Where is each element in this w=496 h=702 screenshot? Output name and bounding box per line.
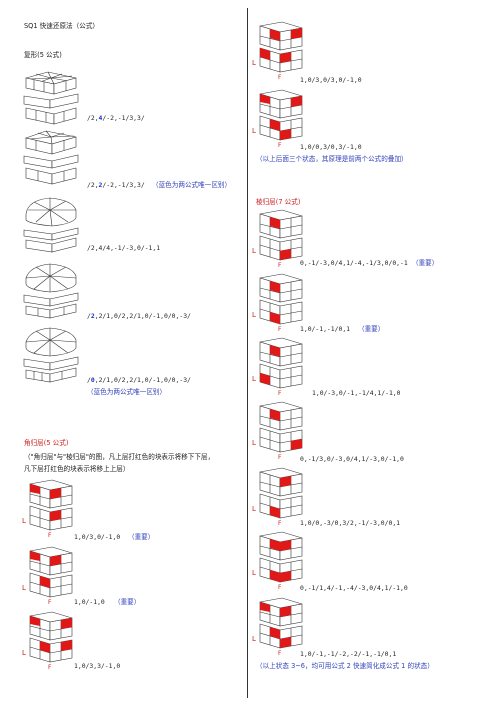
shape-figure-5 — [22, 326, 80, 384]
svg-text:F: F — [278, 584, 282, 590]
corner-section-footnote: （以上后面三个状态，其原理是前两个公式的叠加） — [256, 155, 408, 163]
svg-text:L: L — [22, 649, 26, 657]
shape-formula-3: /2,4/4,-1/-3,0/-1,1 — [87, 244, 161, 252]
edge-formula-4: 0,-1/3,0/-3,0/4,1/-3,0/-1,0 — [300, 455, 404, 463]
shape-section-heading: 复形(5 公式) — [24, 51, 62, 59]
corner-section-desc-1: （"角归层"与"棱归层"的图，凡上层打红色的块表示将移下下层， — [24, 453, 215, 461]
svg-text:F: F — [278, 520, 282, 526]
corner-formula-5: 1,0/0,3/0,3/-1,0 — [300, 143, 362, 151]
svg-text:F: F — [278, 74, 282, 80]
edge-figure-3: L F — [250, 336, 310, 396]
edge-section-heading: 棱归层(7 公式) — [256, 198, 301, 206]
svg-text:F: F — [278, 650, 282, 656]
svg-text:L: L — [252, 127, 256, 135]
page-title: SQ1 快速还原法（公式） — [24, 22, 100, 30]
shape-figure-1 — [22, 70, 80, 130]
shape-formula-4-variant: 2 — [90, 312, 95, 320]
edge-formula-1-note: （重要） — [412, 259, 439, 267]
edge-formula-7: 1,0/-1,-1/-2,-2/-1,-1/0,1 — [300, 650, 397, 658]
corner-section-desc-2: 凡下层打红色的块表示将移上上层） — [24, 465, 130, 473]
corner-formula-2: 1,0/-1,0 — [74, 598, 105, 606]
corner-figure-2: L F — [20, 545, 80, 605]
edge-formula-2: 1,0/-1,-1/0,1 — [300, 325, 351, 333]
edge-figure-6: L F — [250, 530, 310, 590]
svg-text:F: F — [278, 454, 282, 460]
svg-text:F: F — [278, 142, 282, 148]
shape-formula-1: /2,4/-2,-1/3,3/ — [87, 114, 145, 122]
corner-formula-1-note: （重要） — [128, 533, 155, 541]
corner-formula-1: 1,0/3,0/-1,0 — [74, 533, 121, 541]
svg-text:L: L — [252, 59, 256, 67]
shape-formula-2: /2,2/-2,-1/3,3/ — [87, 181, 145, 189]
svg-text:L: L — [252, 569, 256, 577]
shape-formula-2-variant: 2 — [98, 181, 103, 189]
edge-figure-7: L F — [250, 596, 310, 656]
svg-text:F: F — [48, 664, 52, 670]
edge-figure-4: L F — [250, 400, 310, 460]
edge-figure-2: L F — [250, 272, 310, 332]
edge-figure-5: L F — [250, 466, 310, 526]
corner-formula-4: 1,0/3,0/3,0/-1,0 — [300, 76, 362, 84]
edge-section-footnote: （以上状态 3~6，均可用公式 2 快速简化成公式 1 的状态） — [256, 662, 434, 670]
corner-figure-1: L F — [20, 478, 80, 538]
edge-formula-3: 1,0/-3,0/-1,-1/4,1/-1,0 — [312, 389, 401, 397]
edge-figure-1: L F — [250, 208, 310, 268]
svg-text:F: F — [48, 599, 52, 605]
left-face-label: L — [22, 517, 26, 525]
shape-formula-5-note: （蓝色为两公式唯一区别） — [87, 388, 167, 396]
svg-text:L: L — [252, 375, 256, 383]
svg-text:F: F — [278, 390, 282, 396]
column-divider — [247, 8, 248, 698]
shape-formula-5-variant: 0 — [90, 376, 95, 384]
shape-formula-4: /2,2/1,0/2,2/1,0/-1,0/0,-3/ — [87, 312, 191, 320]
shape-formula-5: /0,2/1,0/2,2/1,0/-1,0/0,-3/ — [87, 376, 191, 384]
front-face-label: F — [48, 532, 52, 538]
svg-text:L: L — [22, 584, 26, 592]
shape-figure-4 — [22, 262, 80, 320]
corner-figure-5: L F — [250, 88, 310, 148]
shape-formula-2-note: （蓝色为两公式唯一区别） — [152, 181, 232, 189]
svg-text:L: L — [252, 311, 256, 319]
corner-figure-4: L F — [250, 20, 310, 80]
corner-section-heading: 角归层(5 公式) — [24, 439, 69, 447]
shape-formula-1-variant: 4 — [98, 114, 103, 122]
shape-figure-3 — [22, 196, 80, 254]
svg-text:F: F — [278, 326, 282, 332]
edge-formula-5: 1,0/0,-3/0,3/2,-1/-3,0/0,1 — [300, 519, 401, 527]
corner-figure-3: L F — [20, 610, 80, 670]
svg-text:L: L — [252, 439, 256, 447]
svg-text:L: L — [252, 247, 256, 255]
svg-text:L: L — [252, 505, 256, 513]
corner-formula-2-note: （重要） — [114, 598, 141, 606]
corner-formula-3: 1,0/3,3/-1,0 — [74, 662, 121, 670]
edge-formula-1: 0,-1/-3,0/4,1/-4,-1/3,0/0,-1 — [300, 259, 408, 267]
edge-formula-2-note: （重要） — [358, 325, 385, 333]
svg-text:L: L — [252, 635, 256, 643]
edge-formula-6: 0,-1/1,4/-1,-4/-3,0/4,1/-1,0 — [300, 584, 408, 592]
svg-text:F: F — [278, 262, 282, 268]
shape-figure-2 — [22, 128, 80, 186]
